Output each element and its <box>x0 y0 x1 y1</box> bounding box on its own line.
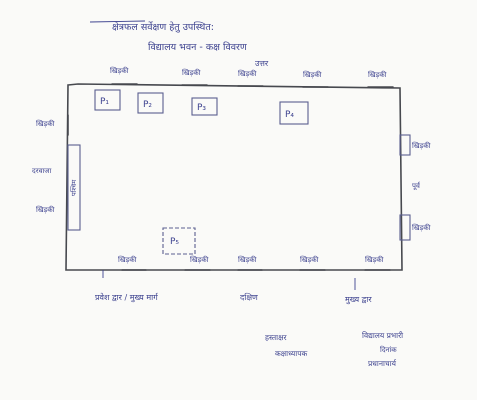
left-label-3: पश्चिम <box>70 180 78 196</box>
room-p5-box <box>162 227 196 255</box>
right-window-2 <box>399 214 411 241</box>
right-window-1 <box>399 134 411 156</box>
sign-left-1: हस्ताक्षर <box>265 333 287 342</box>
room-p4-box <box>279 101 309 125</box>
right-label-2: पूर्व <box>412 181 421 190</box>
bottom-label-1: खिड़की <box>118 255 137 264</box>
top-label-2: खिड़की <box>182 68 201 77</box>
top-label-3: खिड़की <box>238 69 257 78</box>
sign-right-1: विद्यालय प्रभारी <box>362 331 404 340</box>
room-p5-label: P₅ <box>170 237 179 247</box>
top-windows <box>111 83 394 88</box>
footer-south: दक्षिण <box>240 292 258 302</box>
right-label-1: खिड़की <box>412 141 431 150</box>
bottom-label-4: खिड़की <box>300 255 319 264</box>
room-p3-box <box>191 97 218 116</box>
header-underline <box>89 20 146 23</box>
header-line-3: उत्तर <box>255 59 269 68</box>
room-p3-label: P₃ <box>197 103 206 113</box>
room-p2-label: P₂ <box>143 100 152 110</box>
right-label-3: खिड़की <box>412 223 431 232</box>
top-label-1: खिड़की <box>110 66 129 75</box>
left-door <box>67 144 81 231</box>
sign-right-3: प्रधानाचार्य <box>368 359 397 368</box>
header-line-1: क्षेत्रफल सर्वेक्षण हेतु उपस्थित: <box>112 21 214 33</box>
room-p2-box <box>137 92 164 114</box>
sign-right-2: दिनांक <box>380 345 397 354</box>
sign-left-2: कक्षाध्यापक <box>275 349 307 358</box>
left-label-4: खिड़की <box>36 205 55 214</box>
room-p1-box <box>94 89 121 111</box>
header-line-2: विद्यालय भवन - कक्ष विवरण <box>148 41 247 53</box>
left-label-2: दरवाजा <box>32 167 51 175</box>
footer-bottom-right: मुख्य द्वार <box>345 295 372 305</box>
building-outline <box>65 83 403 271</box>
room-p4-label: P₄ <box>285 110 294 120</box>
left-label-1: खिड़की <box>36 119 55 128</box>
room-p1-label: P₁ <box>100 97 109 107</box>
bottom-label-2: खिड़की <box>190 255 209 264</box>
top-label-4: खिड़की <box>303 70 322 79</box>
bottom-label-3: खिड़की <box>238 255 257 264</box>
footer-bottom-left: प्रवेश द्वार / मुख्य मार्ग <box>95 292 159 303</box>
bottom-label-5: खिड़की <box>365 255 384 264</box>
top-label-5: खिड़की <box>368 70 387 79</box>
